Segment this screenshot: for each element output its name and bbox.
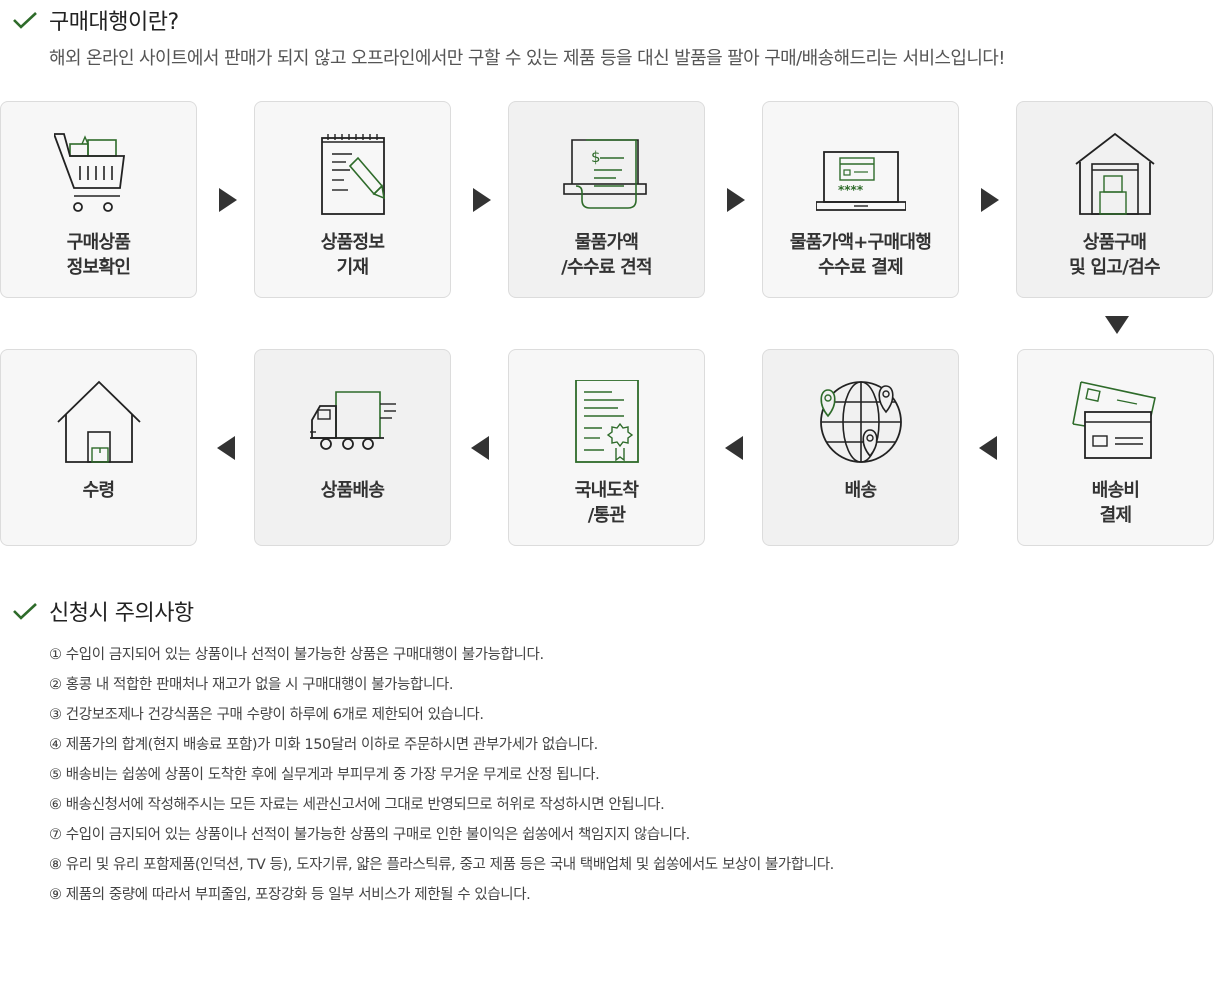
arrow-right-icon [981, 188, 999, 212]
checkmark-icon [13, 603, 37, 620]
notice-item: ⑧ 유리 및 유리 포함제품(인덕션, TV 등), 도자기류, 얇은 플라스틱… [49, 857, 834, 873]
step-label-line2: 결제 [1099, 505, 1132, 526]
notice-item: ⑥ 배송신청서에 작성해주시는 모든 자료는 세관신고서에 그대로 반영되므로 … [49, 797, 665, 813]
notice-list: ① 수입이 금지되어 있는 상품이나 선적이 불가능한 상품은 구매대행이 불가… [49, 640, 834, 910]
page-title: 구매대행이란? [49, 10, 179, 35]
warehouse-icon [1074, 132, 1155, 215]
arrow-down-icon [1105, 316, 1129, 334]
intro-heading: 구매대행이란? [12, 4, 179, 36]
step-label-line1: 상품배송 [320, 480, 385, 501]
step-label-line1: 구매상품 [66, 232, 131, 253]
svg-text:****: **** [838, 183, 864, 197]
step-label-line1: 배송 [844, 480, 877, 501]
notice-heading: 신청시 주의사항 [12, 595, 194, 627]
notice-item: ① 수입이 금지되어 있는 상품이나 선적이 불가능한 상품은 구매대행이 불가… [49, 647, 544, 663]
step-label-line1: 상품구매 [1082, 232, 1147, 253]
step-label-line2: /수수료 견적 [561, 257, 652, 278]
step-card-product-delivery: 상품배송 [254, 349, 451, 546]
step-label-line1: 수령 [82, 480, 115, 501]
step-label-line2: 수수료 결제 [818, 257, 904, 278]
svg-text:$: $ [591, 148, 601, 166]
arrow-right-icon [473, 188, 491, 212]
step-card-quote: $ 물품가액/수수료 견적 [508, 101, 705, 298]
arrow-right-icon [219, 188, 237, 212]
arrow-left-icon [979, 436, 997, 460]
step-label-line1: 국내도착 [574, 480, 639, 501]
step-label-line1: 물품가액 [574, 232, 639, 253]
step-label-line2: /통관 [587, 505, 626, 526]
service-description: 해외 온라인 사이트에서 판매가 되지 않고 오프라인에서만 구할 수 있는 제… [49, 48, 1005, 69]
notice-item: ⑦ 수입이 금지되어 있는 상품이나 선적이 불가능한 상품의 구매로 인한 불… [49, 827, 690, 843]
step-label-line1: 배송비 [1091, 480, 1140, 501]
notice-title: 신청시 주의사항 [49, 601, 194, 626]
globe-location-icon [819, 381, 902, 463]
step-label-line2: 및 입고/검수 [1069, 257, 1160, 278]
step-label-line2: 기재 [336, 257, 369, 278]
notice-item: ⑨ 제품의 중량에 따라서 부피줄임, 포장강화 등 일부 서비스가 제한될 수… [49, 887, 531, 903]
credit-card-icon [1071, 381, 1156, 459]
laptop-payment-icon: **** [815, 151, 906, 211]
notice-item: ④ 제품가의 합계(현지 배송료 포함)가 미화 150달러 이하로 주문하시면… [49, 737, 598, 753]
step-card-customs: 국내도착/통관 [508, 349, 705, 546]
arrow-right-icon [727, 188, 745, 212]
notice-item: ⑤ 배송비는 쉽쏭에 상품이 도착한 후에 실무게과 부피무게 중 가장 무거운… [49, 767, 600, 783]
step-card-receive: 수령 [0, 349, 197, 546]
step-label-line1: 물품가액+구매대행 [789, 232, 932, 253]
notice-item: ② 홍콩 내 적합한 판매처나 재고가 없을 시 구매대행이 불가능합니다. [49, 677, 454, 693]
checkmark-icon [13, 12, 37, 29]
shopping-cart-icon [53, 133, 125, 212]
step-label-line1: 상품정보 [320, 232, 385, 253]
receipt-dollar-icon: $ [562, 139, 647, 209]
customs-certificate-icon [574, 380, 639, 463]
step-label-line2: 정보확인 [66, 257, 131, 278]
step-card-shipping: 배송 [762, 349, 959, 546]
notepad-pencil-icon [320, 134, 385, 215]
delivery-truck-icon [309, 391, 396, 450]
arrow-left-icon [471, 436, 489, 460]
notice-item: ③ 건강보조제나 건강식품은 구매 수량이 하루에 6개로 제한되어 있습니다. [49, 707, 484, 723]
house-package-icon [56, 380, 141, 463]
arrow-left-icon [217, 436, 235, 460]
arrow-left-icon [725, 436, 743, 460]
